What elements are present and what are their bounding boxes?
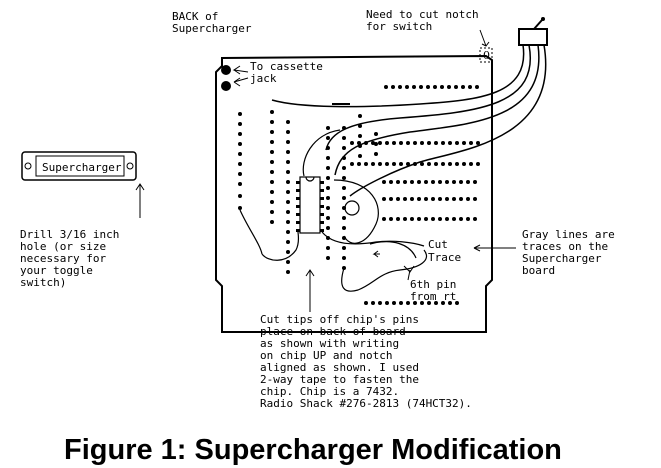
annotation-arrows <box>135 29 516 312</box>
dot-col-6 <box>358 114 362 158</box>
cassette-note: To cassette jack <box>250 60 329 85</box>
chip-note: Cut tips off chip's pins place on back o… <box>260 313 472 410</box>
cassette-hole-bottom <box>221 81 231 91</box>
dot-col-7 <box>374 132 378 156</box>
toggle-switch-body <box>518 28 548 46</box>
back-title: BACK of Supercharger <box>172 10 252 35</box>
switch-label: Supercharger <box>42 161 122 174</box>
notch-note: Need to cut notch for switch <box>366 8 485 33</box>
dot-row-6 <box>382 217 477 221</box>
dot-col-3 <box>286 120 290 274</box>
toggle-switch-lever <box>533 19 543 30</box>
dot-col-4 <box>326 126 330 260</box>
dot-row-3 <box>350 162 480 166</box>
dot-col-1 <box>238 112 242 210</box>
dot-row-4 <box>382 180 477 184</box>
cut-trace-label: Cut Trace <box>428 238 461 264</box>
figure-caption: Figure 1: Supercharger Modification <box>64 434 562 466</box>
drill-note: Drill 3/16 inch hole (or size necessary … <box>20 228 126 289</box>
switch-illustration <box>21 151 137 181</box>
dot-row-1 <box>384 85 479 89</box>
cassette-hole-top <box>221 65 231 75</box>
corner-mark: 0 <box>483 49 490 62</box>
notch-marker <box>479 47 493 63</box>
toggle-switch-tip <box>541 17 545 21</box>
board-traces <box>239 103 428 292</box>
cassette-arrow-2 <box>233 77 249 87</box>
pin-note: 6th pin from rt <box>410 278 463 303</box>
switch-wires <box>271 44 547 197</box>
dot-row-bottom <box>364 301 459 305</box>
dot-col-2 <box>270 110 274 224</box>
gray-lines-note: Gray lines are traces on the Supercharge… <box>522 228 621 277</box>
pin-dots <box>238 85 480 305</box>
dot-row-5 <box>382 197 477 201</box>
chip-7432 <box>296 176 324 234</box>
board-outline <box>215 54 493 333</box>
cassette-arrow-1 <box>232 65 249 75</box>
dot-col-5 <box>342 126 346 270</box>
